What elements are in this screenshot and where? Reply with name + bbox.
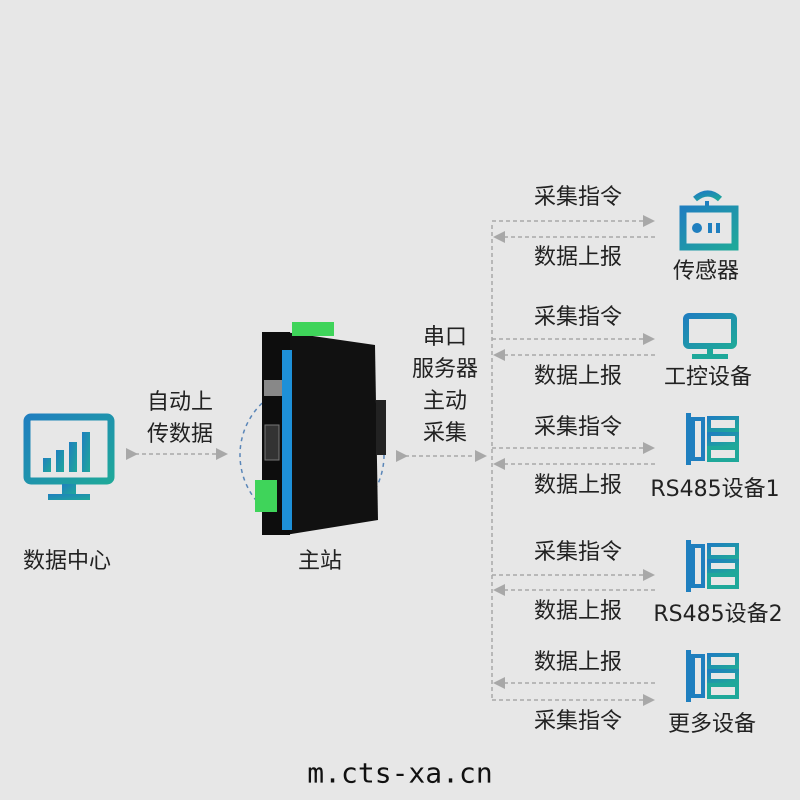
device-5-bottom-label: 采集指令 <box>533 709 623 734</box>
serial-server-device-image <box>255 322 386 535</box>
role-line-3: 主动 <box>422 389 468 414</box>
industrial-monitor-icon <box>683 313 737 359</box>
device-5-top-label: 数据上报 <box>533 650 623 675</box>
upload-label-line1: 自动上 <box>146 390 214 415</box>
role-line-1: 串口 <box>422 325 468 350</box>
device-4-top-label: 采集指令 <box>533 540 623 565</box>
rs485-icon <box>686 650 739 702</box>
device-2-bottom-label: 数据上报 <box>533 364 623 389</box>
device-3-name: RS485设备1 <box>650 477 780 502</box>
upload-label-line2: 传数据 <box>146 422 214 447</box>
device-3-top-label: 采集指令 <box>533 415 623 440</box>
data-center-monitor-icon <box>23 413 115 500</box>
footer-url: m.cts-xa.cn <box>307 756 493 790</box>
device-4-bottom-label: 数据上报 <box>533 599 623 624</box>
device-2-name: 工控设备 <box>663 365 753 390</box>
device-4-name: RS485设备2 <box>653 602 783 627</box>
device-1-top-label: 采集指令 <box>533 185 623 210</box>
data-center-label: 数据中心 <box>22 549 112 574</box>
device-1-name: 传感器 <box>672 259 740 284</box>
rs485-icon <box>686 540 739 592</box>
device-1-bottom-label: 数据上报 <box>533 245 623 270</box>
device-3-bottom-label: 数据上报 <box>533 473 623 498</box>
role-line-2: 服务器 <box>411 357 479 382</box>
rs485-icon <box>686 413 739 465</box>
role-line-4: 采集 <box>422 421 468 446</box>
sensor-icon <box>679 190 739 251</box>
device-2-top-label: 采集指令 <box>533 305 623 330</box>
master-label: 主站 <box>297 549 343 574</box>
device-5-name: 更多设备 <box>667 712 757 737</box>
